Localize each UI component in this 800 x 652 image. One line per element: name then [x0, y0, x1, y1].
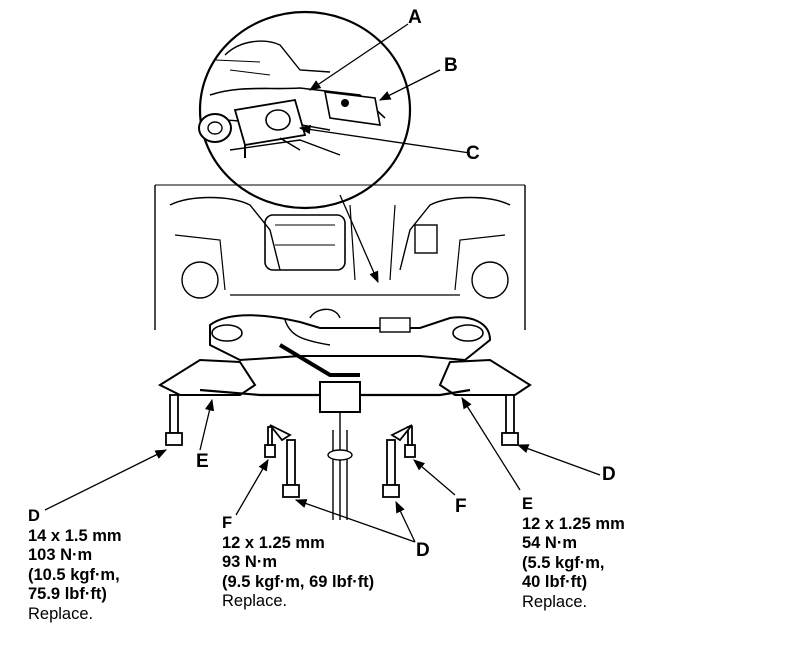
spec-right-torque: 54 N·m — [522, 534, 578, 552]
callout-B: B — [444, 55, 458, 76]
spec-right-kgf: (5.5 kgf·m, — [522, 553, 605, 572]
spec-right-letter: E — [522, 495, 534, 513]
spec-right-size: 12 x 1.25 mm — [522, 514, 625, 533]
callout-E-left: E — [196, 451, 209, 472]
detail-circle — [198, 10, 412, 210]
spec-left-letter: D — [28, 507, 40, 525]
spec-left-lbf: 75.9 lbf·ft) — [28, 585, 107, 603]
bolt-right-D — [501, 394, 519, 446]
spec-center-letter: F — [222, 514, 233, 532]
center-assembly — [319, 381, 361, 520]
spec-right-note: Replace. — [522, 592, 588, 611]
callout-A: A — [408, 7, 422, 28]
callout-F-right: F — [455, 496, 467, 517]
lower-arms — [157, 358, 532, 397]
detail-leaders — [298, 23, 471, 284]
spec-right-E: E 12 x 1.25 mm 54 N·m (5.5 kgf·m, 40 lbf… — [522, 495, 625, 612]
bolt-center-right-D — [382, 439, 400, 498]
spec-center-F: F 12 x 1.25 mm 93 N·m (9.5 kgf·m, 69 lbf… — [222, 514, 374, 612]
bolt-F-right — [390, 424, 416, 458]
callout-C: C — [466, 143, 480, 164]
spec-center-note: Replace. — [222, 592, 288, 610]
callout-D-right: D — [602, 464, 616, 485]
spec-left-note: Replace. — [28, 604, 94, 623]
spec-center-size: 12 x 1.25 mm — [222, 533, 325, 552]
vehicle-body — [154, 184, 526, 330]
spec-center-torque: 93 N·m — [222, 553, 278, 571]
spec-left-size: 14 x 1.5 mm — [28, 526, 122, 545]
callout-leaders — [44, 397, 601, 543]
spec-left-D: D 14 x 1.5 mm 103 N·m (10.5 kgf·m, 75.9 … — [28, 507, 122, 624]
bolt-F-left — [264, 424, 292, 458]
spec-right-lbf: 40 lbf·ft) — [522, 573, 588, 591]
subframe — [209, 308, 492, 377]
callout-D-center: D — [416, 540, 430, 561]
spec-left-kgf: (10.5 kgf·m, — [28, 565, 120, 584]
bolt-center-left-D — [282, 439, 300, 498]
spec-center-kgf-lbf: (9.5 kgf·m, 69 lbf·ft) — [222, 572, 375, 591]
spec-left-torque: 103 N·m — [28, 546, 93, 564]
bolt-left-D — [165, 394, 183, 446]
